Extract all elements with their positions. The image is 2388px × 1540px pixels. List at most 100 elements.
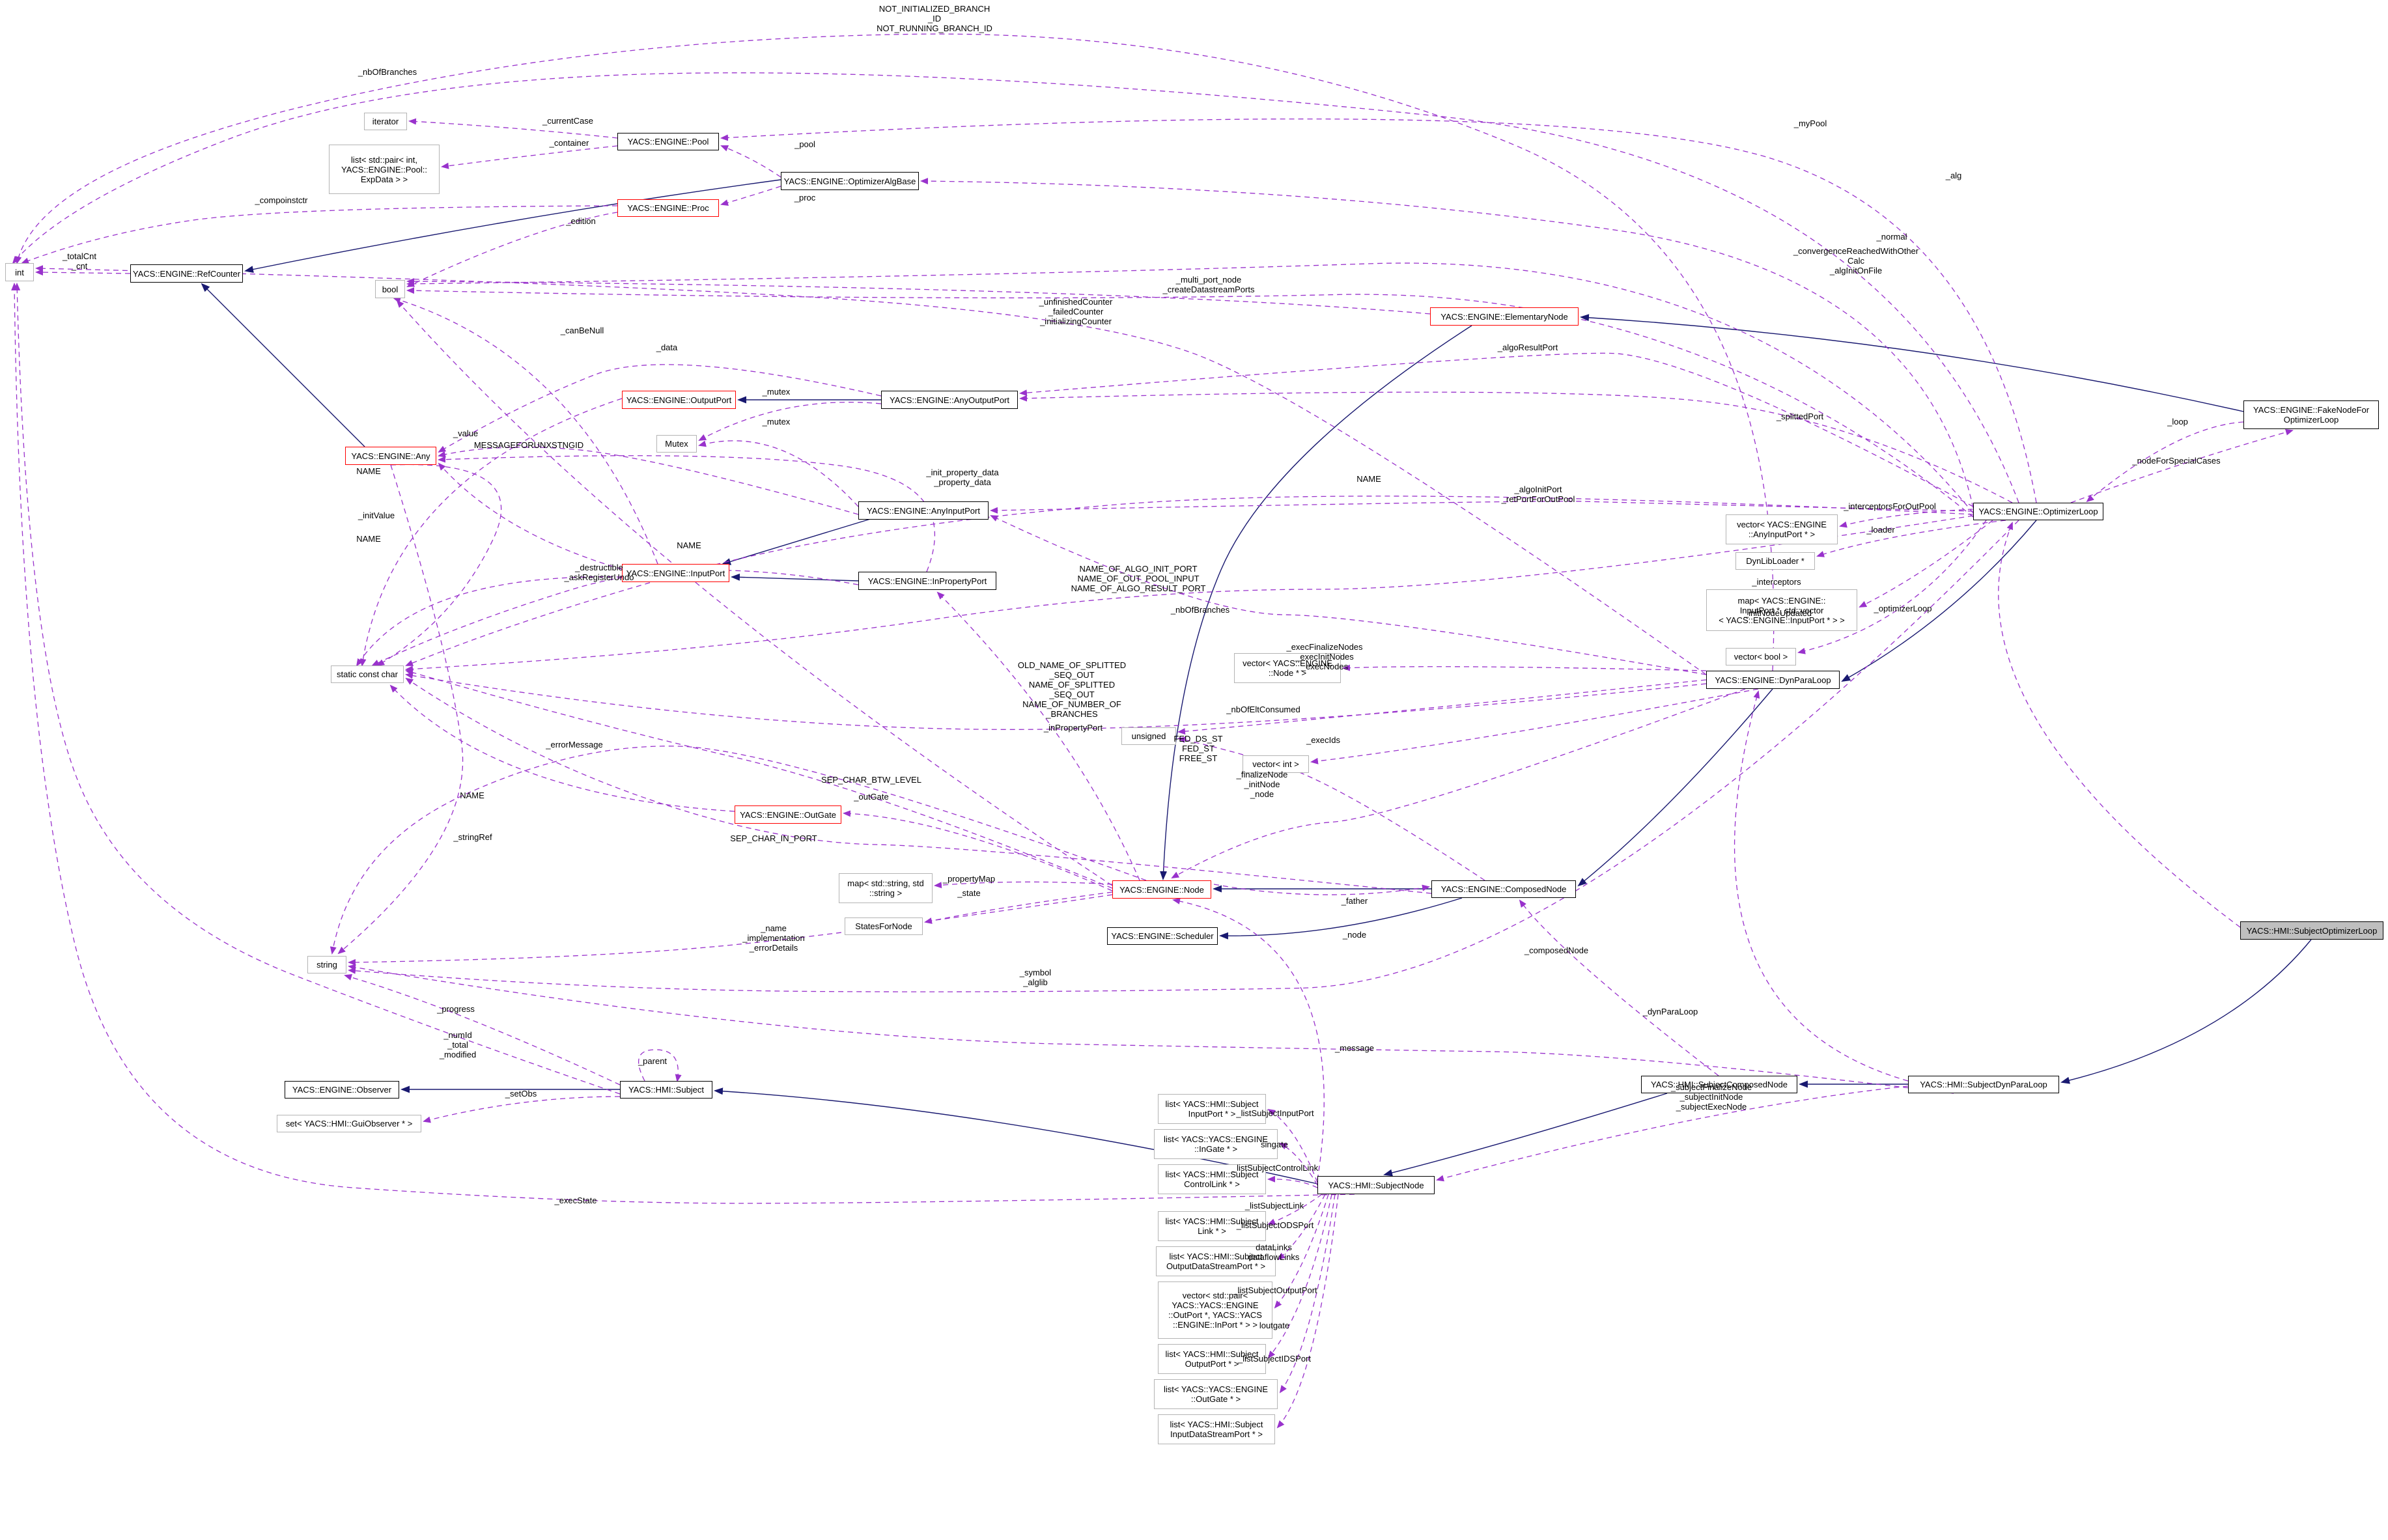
class-box-list_pair_pool[interactable]: list< std::pair< int,YACS::ENGINE::Pool:… xyxy=(329,145,440,194)
class-box-optimizer_loop[interactable]: YACS::ENGINE::OptimizerLoop xyxy=(1973,503,2103,520)
member-edge xyxy=(1019,391,2013,503)
inheritance-edge xyxy=(731,573,859,581)
member-edge xyxy=(405,496,1974,666)
class-box-label: list< YACS::HMI::Subject xyxy=(1165,1099,1259,1109)
class-box-subject_composed_node[interactable]: YACS::HMI::SubjectComposedNode xyxy=(1641,1076,1797,1093)
member-edge xyxy=(1279,1194,1336,1393)
class-box-any_input_port[interactable]: YACS::ENGINE::AnyInputPort xyxy=(858,501,989,520)
member-edge xyxy=(423,1096,621,1123)
class-box-label: vector< int > xyxy=(1252,759,1299,769)
member-edge xyxy=(359,398,623,667)
class-box-set_gui_observer[interactable]: set< YACS::HMI::GuiObserver * > xyxy=(277,1115,421,1132)
inheritance-edge xyxy=(1219,897,1463,940)
class-box-vec_bool[interactable]: vector< bool > xyxy=(1726,648,1796,665)
class-box-list_out_gate[interactable]: list< YACS::YACS::ENGINE::OutGate * > xyxy=(1154,1379,1278,1409)
class-box-label: YACS::ENGINE::Node xyxy=(1119,884,1204,895)
class-box-map_string[interactable]: map< std::string, std::string > xyxy=(839,873,933,903)
class-box-observer[interactable]: YACS::ENGINE::Observer xyxy=(285,1081,399,1099)
class-box-composed_node[interactable]: YACS::ENGINE::ComposedNode xyxy=(1431,880,1576,898)
class-box-subject_node[interactable]: YACS::HMI::SubjectNode xyxy=(1317,1176,1435,1194)
member-edge xyxy=(698,402,882,441)
class-box-label: InputDataStreamPort * > xyxy=(1170,1429,1263,1439)
class-box-output_port[interactable]: YACS::ENGINE::OutputPort xyxy=(622,391,736,409)
member-edge xyxy=(389,684,735,812)
member-edge xyxy=(337,464,464,955)
class-box-any[interactable]: YACS::ENGINE::Any xyxy=(345,447,436,465)
class-box-bool[interactable]: bool xyxy=(375,280,405,298)
member-edge xyxy=(1816,520,2006,557)
class-box-map_input_port[interactable]: map< YACS::ENGINE::InputPort *, std::vec… xyxy=(1706,589,1857,631)
class-box-label: OutputPort * > xyxy=(1185,1359,1239,1369)
class-box-label: YACS::ENGINE::DynParaLoop xyxy=(1715,675,1831,685)
class-box-vec_int[interactable]: vector< int > xyxy=(1243,755,1309,773)
class-box-static_const_char[interactable]: static const char xyxy=(331,665,404,683)
class-box-label: int xyxy=(15,267,24,277)
class-box-iterator[interactable]: iterator xyxy=(364,113,407,130)
class-box-in_property_port[interactable]: YACS::ENGINE::InPropertyPort xyxy=(858,572,996,590)
class-box-label: list< YACS::HMI::Subject xyxy=(1165,1169,1259,1179)
class-box-label: Mutex xyxy=(665,439,688,449)
class-box-ref_counter[interactable]: YACS::ENGINE::RefCounter xyxy=(130,264,243,283)
member-edge xyxy=(330,746,1147,955)
class-box-node[interactable]: YACS::ENGINE::Node xyxy=(1112,880,1211,899)
class-box-elementary_node[interactable]: YACS::ENGINE::ElementaryNode xyxy=(1430,307,1579,326)
class-box-subject_optimizer_loop[interactable]: YACS::HMI::SubjectOptimizerLoop xyxy=(2240,921,2383,940)
class-box-vec_pair_ports[interactable]: vector< std::pair<YACS::YACS::ENGINE::Ou… xyxy=(1158,1281,1272,1339)
class-box-list_in_gate[interactable]: list< YACS::YACS::ENGINE::InGate * > xyxy=(1154,1129,1278,1159)
member-edge xyxy=(1797,520,1987,654)
member-edge xyxy=(405,677,1432,894)
class-box-dyn_lib_loader[interactable]: DynLibLoader * xyxy=(1735,552,1815,570)
member-edge xyxy=(720,186,781,206)
class-box-label: YACS::HMI::SubjectOptimizerLoop xyxy=(2246,925,2378,936)
member-edge xyxy=(1172,897,1325,1181)
member-edge xyxy=(438,364,882,453)
class-box-vec_node[interactable]: vector< YACS::ENGINE::Node * > xyxy=(1234,653,1341,683)
class-box-out_gate[interactable]: YACS::ENGINE::OutGate xyxy=(735,805,841,824)
class-box-subject[interactable]: YACS::HMI::Subject xyxy=(620,1081,712,1099)
class-box-scheduler[interactable]: YACS::ENGINE::Scheduler xyxy=(1107,927,1218,945)
member-edge xyxy=(934,881,1113,889)
member-edge xyxy=(393,297,658,565)
member-edge xyxy=(344,974,621,1085)
class-box-mutex[interactable]: Mutex xyxy=(656,435,697,453)
class-box-label: list< YACS::YACS::ENGINE xyxy=(1163,1384,1269,1394)
inheritance-edge xyxy=(1160,325,1472,880)
class-box-optimizer_alg_base[interactable]: YACS::ENGINE::OptimizerAlgBase xyxy=(781,172,919,190)
member-edge xyxy=(1342,664,1707,671)
member-edge xyxy=(1267,1194,1332,1359)
class-box-label: vector< std::pair< xyxy=(1182,1291,1248,1300)
class-box-int[interactable]: int xyxy=(5,263,34,281)
class-box-label: YACS::ENGINE::InputPort xyxy=(626,568,725,578)
class-box-label: YACS::ENGINE::AnyOutputPort xyxy=(890,395,1009,405)
class-box-label: static const char xyxy=(337,669,398,679)
member-edge xyxy=(1859,520,1993,608)
class-box-unsigned[interactable]: unsigned xyxy=(1121,727,1176,745)
class-box-vec_any_input_port[interactable]: vector< YACS::ENGINE::AnyInputPort * > xyxy=(1726,514,1838,544)
member-edge xyxy=(348,894,1113,966)
class-box-dyn_para_loop[interactable]: YACS::ENGINE::DynParaLoop xyxy=(1706,671,1840,689)
class-box-subject_dyn_para_loop[interactable]: YACS::HMI::SubjectDynParaLoop xyxy=(1908,1076,2059,1093)
member-edge xyxy=(35,269,131,276)
member-edge xyxy=(12,72,2019,503)
class-box-input_port[interactable]: YACS::ENGINE::InputPort xyxy=(622,564,729,582)
inheritance-edge xyxy=(1841,520,2037,682)
class-box-proc[interactable]: YACS::ENGINE::Proc xyxy=(617,199,719,217)
member-edge xyxy=(356,576,623,667)
class-box-states_for_node[interactable]: StatesForNode xyxy=(845,917,923,935)
class-box-pool[interactable]: YACS::ENGINE::Pool xyxy=(617,133,719,150)
class-box-label: list< YACS::HMI::Subject xyxy=(1165,1216,1259,1226)
class-box-any_output_port[interactable]: YACS::ENGINE::AnyOutputPort xyxy=(881,391,1018,409)
class-box-string[interactable]: string xyxy=(307,956,346,973)
class-box-label: unsigned xyxy=(1131,731,1166,741)
class-box-label: bool xyxy=(382,284,399,294)
inheritance-edge xyxy=(201,283,365,447)
class-box-label: set< YACS::HMI::GuiObserver * > xyxy=(285,1119,413,1128)
